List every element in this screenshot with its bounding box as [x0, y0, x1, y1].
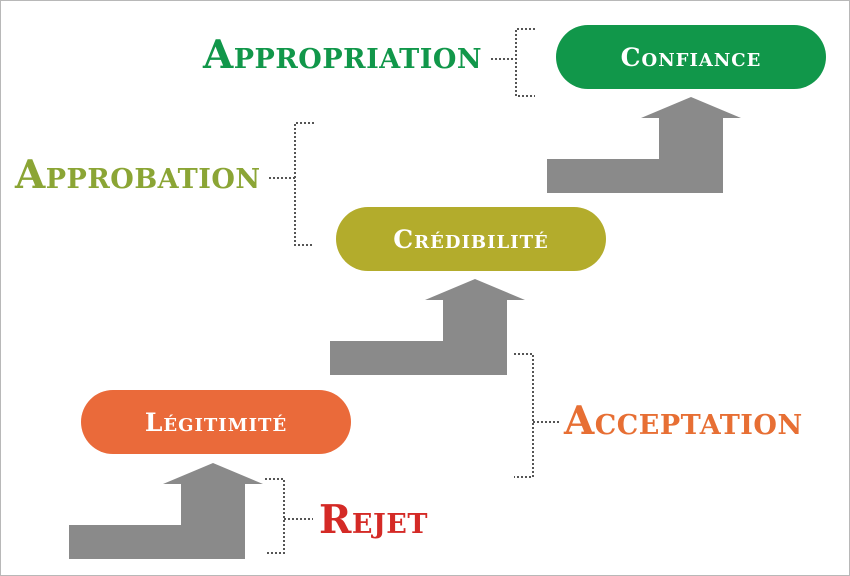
stage-credibilite: Crédibilité	[336, 207, 606, 271]
bracket-appropriation	[491, 28, 535, 97]
bracket-approbation	[269, 122, 314, 246]
level-acceptation-label: Acceptation	[564, 398, 803, 444]
step-arrow-credibilite-to-confiance	[547, 97, 741, 193]
bracket-acceptation	[514, 353, 559, 478]
stage-legitimite-label: Légitimité	[144, 407, 288, 437]
level-appropriation-label: Appropriation	[203, 32, 483, 78]
bracket-rejet	[265, 478, 313, 554]
step-arrow-rejet-to-legitimite	[69, 463, 263, 559]
stage-legitimite: Légitimité	[81, 390, 351, 454]
stage-credibilite-label: Crédibilité	[393, 224, 549, 254]
stage-confiance-label: Confiance	[620, 42, 762, 72]
level-approbation-label: Approbation	[15, 152, 261, 198]
stage-confiance: Confiance	[556, 25, 826, 89]
step-arrow-legitimite-to-credibilite	[330, 279, 525, 375]
level-rejet-label: Rejet	[319, 497, 428, 543]
